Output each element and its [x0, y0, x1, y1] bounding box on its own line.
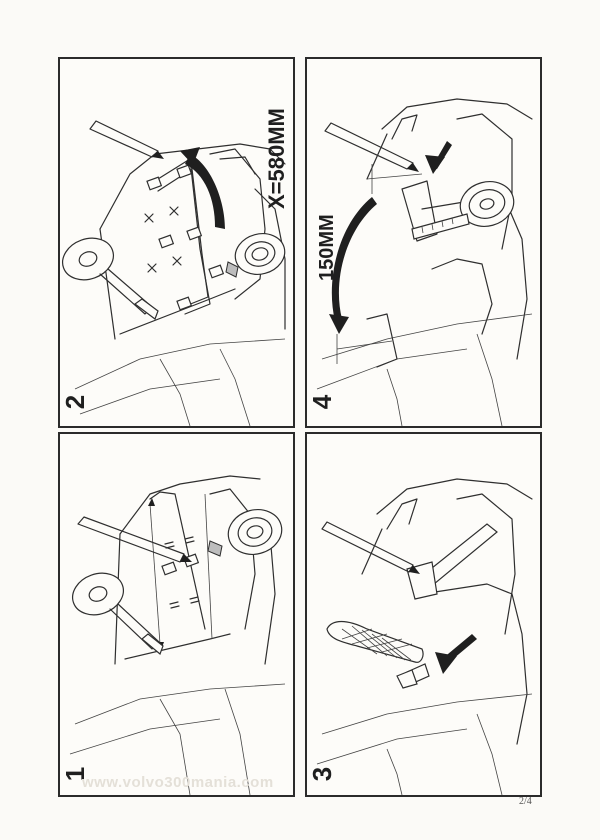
illustration-step-4 [316, 98, 533, 426]
step-number: 2 [60, 394, 91, 410]
watermark: www.volvo300mania.com [82, 774, 274, 791]
step-number: 4 [307, 394, 338, 410]
panel-step-3: 3 [305, 432, 542, 797]
dimension-label: X=580MM [264, 108, 289, 209]
illustration-step-2 [62, 120, 286, 426]
step-number: 3 [307, 766, 338, 782]
illustration-step-1 [69, 475, 286, 795]
panel-step-4: 4 150MM [305, 57, 542, 428]
page-number: 2/4 [519, 796, 532, 807]
panel-step-1: 1 [58, 432, 295, 797]
illustration-step-3 [316, 478, 533, 795]
panel-step-2: 2 X=580MM [58, 57, 295, 428]
dimension-label: 150MM [316, 214, 338, 281]
